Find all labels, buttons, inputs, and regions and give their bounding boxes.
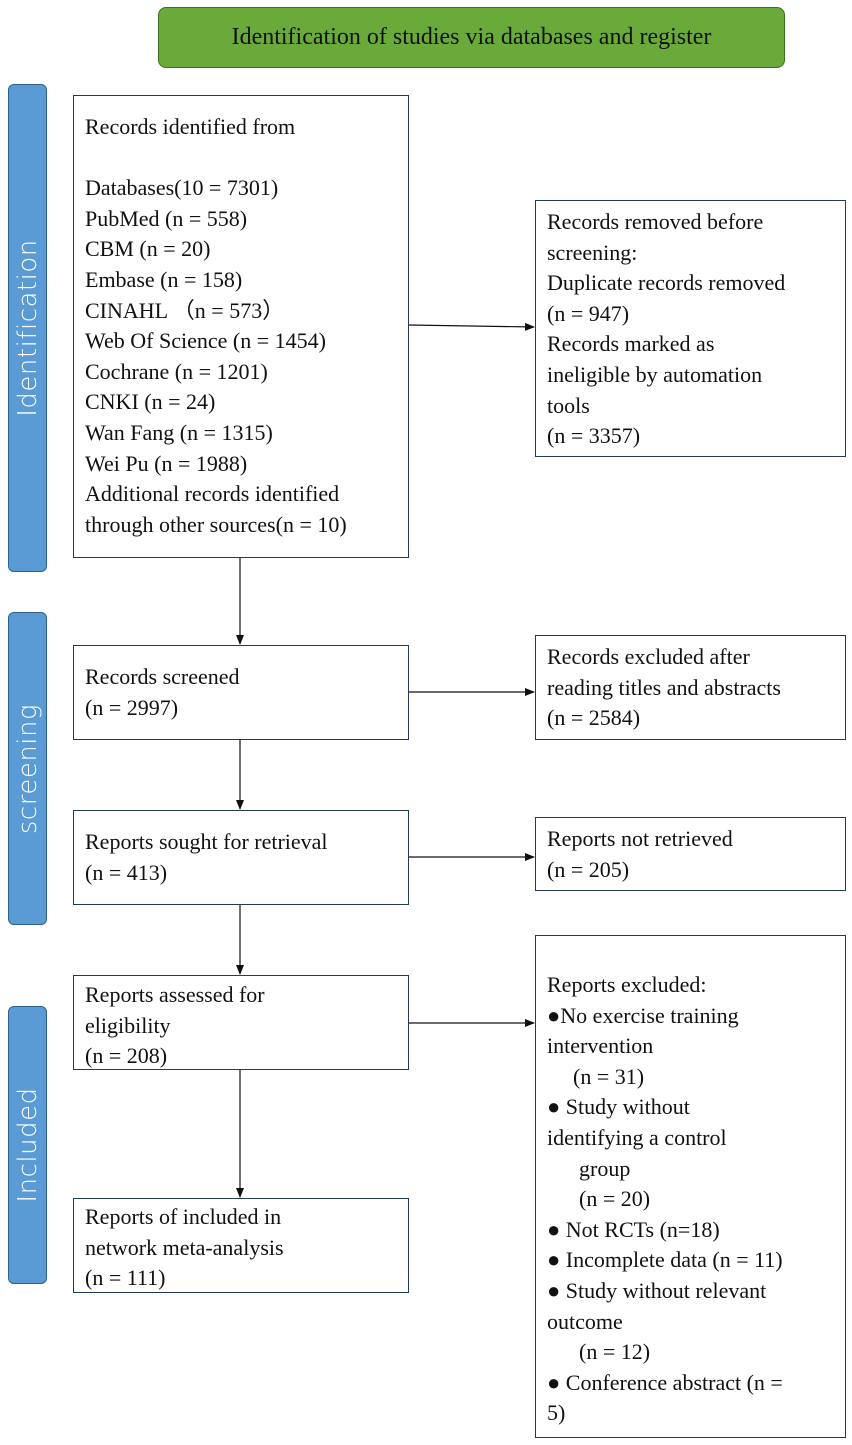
exclusion-count: 5) (547, 1400, 566, 1426)
assessed-line: eligibility (85, 1012, 171, 1038)
removed-line: (n = 3357) (547, 423, 641, 449)
exclusion-count: (n = 12) (579, 1339, 651, 1365)
records-screened-box: Records screened (n = 2997) (73, 645, 409, 740)
phase-screening: screening (8, 612, 47, 925)
removed-line: tools (547, 392, 590, 418)
not-retrieved-count: (n = 205) (547, 856, 630, 882)
reports-excluded-title: Reports excluded: (547, 972, 707, 997)
removed-line: ineligible by automation (547, 361, 763, 387)
not-retrieved-line: Reports not retrieved (547, 826, 733, 851)
included-count: (n = 111) (85, 1265, 166, 1291)
reports-assessed-box: Reports assessed for eligibility (n = 20… (73, 975, 409, 1070)
exclusion-reason: ● Conference abstract (n = (547, 1369, 783, 1395)
source-line: PubMed (n = 558) (85, 205, 248, 231)
exclusion-reason: group (579, 1155, 631, 1181)
source-line: CNKI (n = 24) (85, 389, 216, 415)
included-line: network meta-analysis (85, 1234, 284, 1260)
source-line: Additional records identified (85, 481, 340, 507)
source-line: Embase (n = 158) (85, 266, 243, 292)
exclusion-count: (n = 31) (573, 1063, 645, 1089)
exclusion-reason: ● Study without (547, 1094, 690, 1120)
exclusion-reason: ● Incomplete data (n = 11) (547, 1247, 783, 1273)
phase-included: Included (8, 1006, 47, 1284)
source-line: CINAHL （n = 573） (85, 297, 285, 323)
source-line: CBM (n = 20) (85, 236, 211, 262)
exclusion-reason: intervention (547, 1033, 654, 1059)
source-line: Web Of Science (n = 1454) (85, 328, 326, 354)
reports-included-box: Reports of included in network meta-anal… (73, 1198, 409, 1293)
reports-excluded-box: Reports excluded: ●No exercise training … (535, 935, 846, 1438)
screened-line: Records screened (85, 664, 240, 689)
source-line: Wan Fang (n = 1315) (85, 419, 273, 445)
assessed-line: Reports assessed for (85, 982, 265, 1007)
excluded-count: (n = 2584) (547, 705, 641, 731)
exclusion-reason: ● Not RCTs (n=18) (547, 1216, 720, 1242)
records-excluded-box: Records excluded after reading titles an… (535, 635, 846, 740)
source-line: Cochrane (n = 1201) (85, 358, 268, 384)
reports-not-retrieved-box: Reports not retrieved (n = 205) (535, 817, 846, 891)
diagram-title: Identification of studies via databases … (158, 7, 785, 68)
removed-line: Duplicate records removed (547, 270, 786, 296)
exclusion-count: (n = 20) (579, 1186, 651, 1212)
phase-identification: Identification (8, 84, 47, 572)
exclusion-reason: outcome (547, 1308, 623, 1334)
excluded-line: reading titles and abstracts (547, 674, 781, 700)
removed-line: Records marked as (547, 331, 715, 357)
source-line: Wei Pu (n = 1988) (85, 450, 248, 476)
removed-line: (n = 947) (547, 300, 630, 326)
reports-sought-box: Reports sought for retrieval (n = 413) (73, 810, 409, 905)
records-identified-box: Records identified from Databases(10 = 7… (73, 95, 409, 558)
source-line: through other sources(n = 10) (85, 511, 347, 537)
exclusion-reason: ● Study without relevant (547, 1277, 767, 1303)
exclusion-reason: identifying a control (547, 1124, 727, 1150)
sought-line: Reports sought for retrieval (85, 829, 328, 854)
sought-count: (n = 413) (85, 859, 168, 885)
source-line: Databases(10 = 7301) (85, 175, 279, 201)
included-line: Reports of included in (85, 1204, 282, 1229)
assessed-count: (n = 208) (85, 1043, 168, 1069)
removed-line: screening: (547, 239, 638, 265)
arrow-to-removed (408, 322, 535, 331)
exclusion-reason: ●No exercise training (547, 1002, 739, 1028)
records-removed-box: Records removed before screening: Duplic… (535, 200, 846, 457)
excluded-line: Records excluded after (547, 644, 750, 669)
screened-count: (n = 2997) (85, 694, 179, 720)
records-identified-title: Records identified from (85, 114, 296, 139)
removed-line: Records removed before (547, 209, 764, 234)
